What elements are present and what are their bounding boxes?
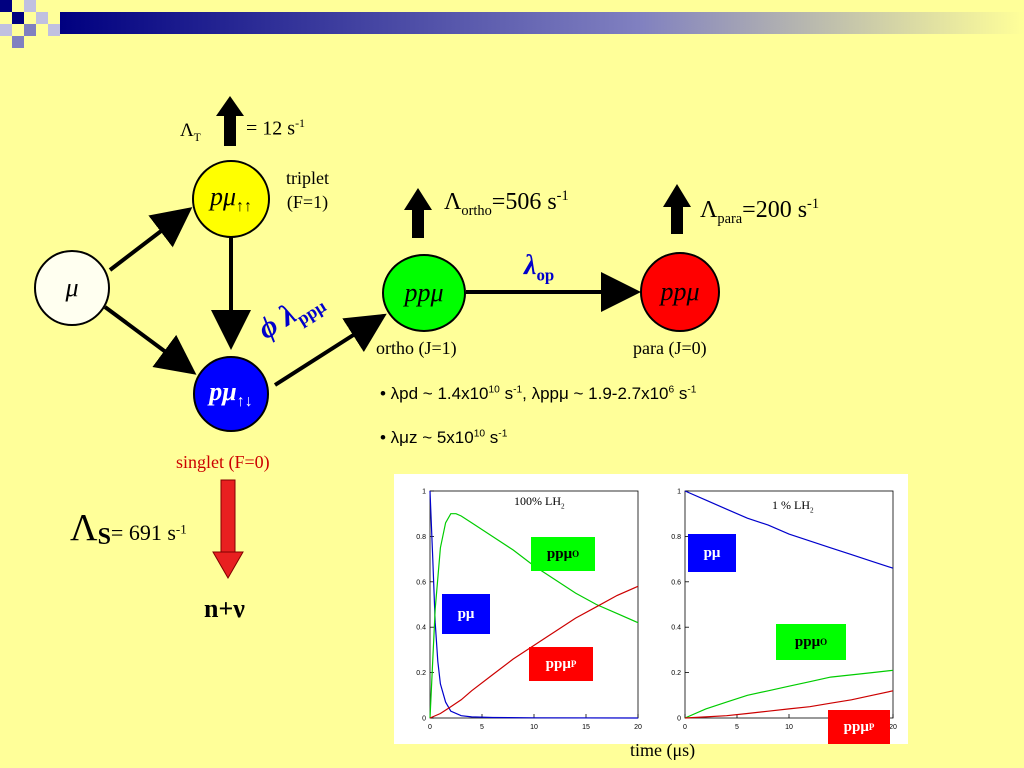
up-arrow-triplet <box>216 96 244 146</box>
corner-decoration <box>0 0 1024 50</box>
lambda-ortho-label: Λortho=506 s-1 <box>444 188 569 219</box>
chart-1-xtick-label: 5 <box>735 724 739 731</box>
legend-pmu-plot2: pμ <box>688 534 736 572</box>
arrow-mu-to-triplet <box>108 207 193 272</box>
lambda-T-value: = 12 s-1 <box>246 116 306 140</box>
ppmu-ortho-node: ppμ <box>382 254 466 332</box>
ppmu-ortho-label: ppμ <box>404 278 444 307</box>
chart-1-frame <box>684 490 894 719</box>
chart-1-xtick-label: 10 <box>785 724 793 731</box>
chart-1-series-2-line <box>684 690 894 719</box>
chart-1-ytick-label: 0.2 <box>671 670 681 677</box>
up-arrow-para <box>663 184 691 234</box>
corner-decoration-graphic <box>0 0 1024 48</box>
legend-pmu-plot1: pμ <box>442 594 490 634</box>
chart-0-ytick-label: 0.4 <box>416 625 426 632</box>
pmu-singlet-node: pμ↑↓ <box>193 356 269 432</box>
chart-0-xtick-label: 0 <box>428 724 432 731</box>
pmu-triplet-node: pμ↑↑ <box>192 160 270 238</box>
lambda-T-label: ΛT <box>180 120 201 144</box>
lambda-S-label: ΛS= 691 s-1 <box>70 507 187 551</box>
chart-0-xtick-label: 20 <box>634 724 642 731</box>
muon-node-label: μ <box>65 273 79 302</box>
muon-node: μ <box>34 250 110 326</box>
ortho-state-label: ortho (J=1) <box>376 338 457 358</box>
chart-1-ytick-label: 0.8 <box>671 534 681 541</box>
chart-1-xtick-label: 0 <box>683 724 687 731</box>
ppmu-para-label: ppμ <box>660 277 700 306</box>
chart-1-ytick-label: 1 <box>677 489 681 496</box>
bullet-1: • λpd ~ 1.4x1010 s-1, λppμ ~ 1.9-2.7x106… <box>380 384 697 403</box>
ppmu-para-node: ppμ <box>640 252 720 332</box>
chart-0-xtick-label: 10 <box>530 724 538 731</box>
chart-0-series-2-line <box>429 585 639 719</box>
down-arrow-singlet <box>212 479 244 580</box>
chart-1-ytick-label: 0.4 <box>671 625 681 632</box>
singlet-label: singlet (F=0) <box>176 452 270 472</box>
chart-1-xtick-label: 20 <box>889 724 897 731</box>
products-label: n+ν <box>204 594 245 623</box>
plot1-title: 100% LH2 <box>514 494 565 511</box>
chart-0-ytick-label: 1 <box>422 489 426 496</box>
plot2-title: 1 % LH2 <box>772 498 814 515</box>
x-axis-label: time (μs) <box>630 740 696 760</box>
pmu-singlet-label: pμ↑↓ <box>209 376 253 411</box>
arrow-mu-to-singlet <box>103 305 197 375</box>
chart-0-xtick-label: 5 <box>480 724 484 731</box>
up-arrow-ortho <box>404 188 432 238</box>
bullet-2: • λμz ~ 5x1010 s-1 <box>380 428 508 447</box>
chart-1-series-1-line <box>684 669 894 719</box>
chart-0-series-1-line <box>429 513 639 719</box>
para-state-label: para (J=0) <box>633 338 707 358</box>
lambda-para-label: Λpara=200 s-1 <box>700 196 820 227</box>
pmu-triplet-label: pμ↑↑ <box>209 181 253 216</box>
triplet-label: triplet (F=1) <box>286 168 329 212</box>
chart-0-ytick-label: 0.8 <box>416 534 426 541</box>
chart-1-series-0-line <box>684 490 894 569</box>
chart-0-ytick-label: 0.2 <box>416 670 426 677</box>
chart-0-xtick-label: 15 <box>582 724 590 731</box>
chart-0-ytick-label: 0.6 <box>416 579 426 586</box>
chart-1-ytick-label: 0.6 <box>671 579 681 586</box>
chart-0-ytick-label: 0 <box>422 716 426 723</box>
lambda-op-label: λop <box>524 250 555 285</box>
arrow-singlet-to-ortho <box>273 313 387 387</box>
chart-1-ytick-label: 0 <box>677 716 681 723</box>
